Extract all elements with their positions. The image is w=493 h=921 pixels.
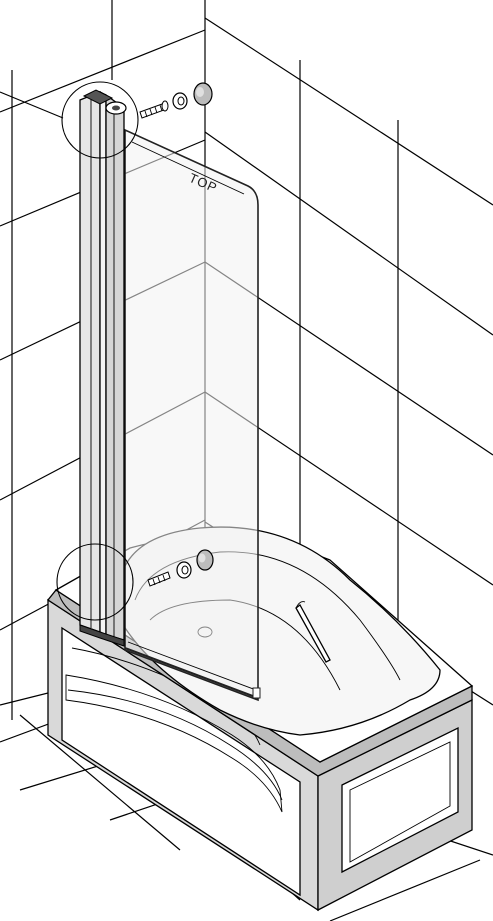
detail-circle-top	[61, 81, 139, 159]
washer	[172, 92, 188, 110]
wall-plug	[193, 82, 213, 106]
screw	[147, 571, 171, 587]
leader-line	[0, 91, 64, 119]
top-fixings	[139, 82, 213, 119]
screw	[139, 100, 169, 119]
glass-screen: TOP	[124, 128, 261, 702]
washer	[176, 561, 192, 579]
wall-profile	[79, 89, 127, 647]
wall-plug	[196, 549, 214, 571]
bottom-fixings	[147, 549, 214, 587]
detail-circle-bottom	[56, 543, 134, 621]
